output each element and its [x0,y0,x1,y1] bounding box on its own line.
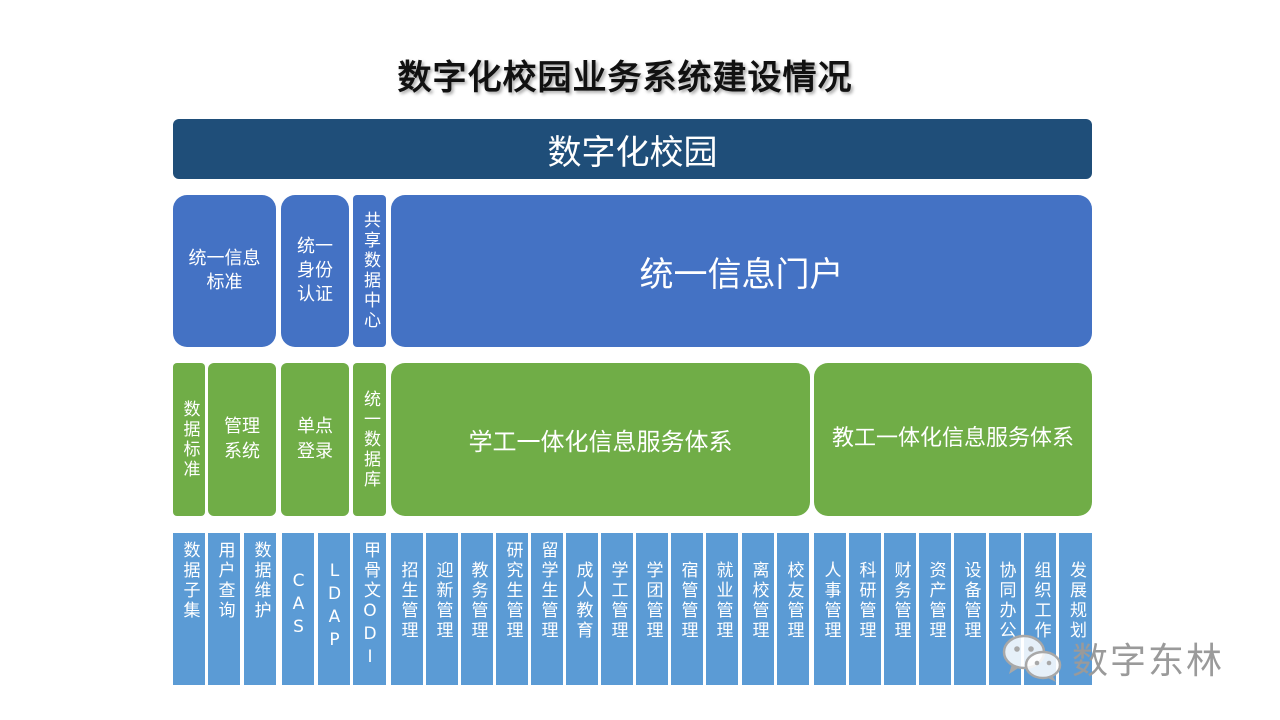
leaf-enrollment: 招生管理 [391,533,423,685]
unified-info-standard-box: 统一信息标准 [173,195,276,347]
leaf-academic-affairs: 教务管理 [461,533,493,685]
leaf-employment: 就业管理 [706,533,738,685]
leaf-adult-education: 成人教育 [566,533,598,685]
leaf-development-planning: 发展规划 [1059,533,1092,685]
leaf-label: 留学生管理 [537,541,558,641]
shared-data-center-label: 共享数据中心 [360,211,380,331]
unified-identity-label: 统一身份认证 [297,235,333,306]
leaf-label: 发展规划 [1066,561,1086,641]
leaf-label: 招生管理 [397,561,418,641]
leaf-personnel: 人事管理 [814,533,846,685]
leaf-label: 甲骨文ODI [360,541,380,670]
leaf-label: 研究生管理 [502,541,523,641]
leaf-assets: 资产管理 [919,533,951,685]
leaf-graduate: 研究生管理 [496,533,528,685]
shared-data-center-box: 共享数据中心 [353,195,386,347]
leaf-label: 用户查询 [214,541,235,621]
leaf-data-subset: 数据子集 [173,533,205,685]
page-title: 数字化校园业务系统建设情况 [397,58,853,98]
digital-campus-bar: 数字化校园 [173,119,1092,179]
leaf-label: 校友管理 [783,561,804,641]
leaf-label: 学工管理 [607,561,628,641]
leaf-label: 成人教育 [572,561,593,641]
leaf-oracle-odi: 甲骨文ODI [353,533,386,685]
leaf-label: 科研管理 [855,561,876,641]
staff-service-system-label: 教工一体化信息服务体系 [831,426,1074,452]
leaf-label: 教务管理 [467,561,488,641]
staff-service-system-box: 教工一体化信息服务体系 [814,363,1092,516]
leaf-label: 就业管理 [712,561,733,641]
leaf-label: 数据维护 [250,541,271,621]
watermark-text: 数字东林 [1072,641,1225,682]
unified-info-standard-label: 统一信息标准 [188,247,261,293]
leaf-label: 宿管管理 [677,561,698,641]
unified-database-label: 统一数据库 [360,389,380,490]
leaf-label: CAS [288,571,309,640]
wechat-icon [1002,634,1062,682]
leaf-label: 财务管理 [890,561,911,641]
leaf-label: 设备管理 [960,561,981,641]
leaf-data-maintenance: 数据维护 [244,533,276,685]
watermark: 数字东林 [1000,628,1260,688]
leaf-intl-students: 留学生管理 [531,533,563,685]
single-sign-on-label: 单点登录 [297,416,333,462]
leaf-finance: 财务管理 [884,533,916,685]
mgmt-system-label: 管理系统 [224,416,260,462]
leaf-label: 迎新管理 [432,561,453,641]
leaf-label: 资产管理 [925,561,946,641]
student-service-system-box: 学工一体化信息服务体系 [391,363,810,516]
leaf-freshmen: 迎新管理 [426,533,458,685]
unified-identity-box: 统一身份认证 [281,195,349,347]
unified-database-box: 统一数据库 [353,363,386,516]
unified-portal-label: 统一信息门户 [639,254,844,295]
student-service-system-label: 学工一体化信息服务体系 [468,428,733,456]
leaf-label: LDAP [324,561,345,653]
leaf-research: 科研管理 [849,533,881,685]
leaf-label: 协同办公 [995,561,1016,641]
leaf-student-affairs: 学工管理 [601,533,633,685]
leaf-ldap: LDAP [318,533,350,685]
leaf-graduation-leave: 离校管理 [742,533,774,685]
leaf-equipment: 设备管理 [954,533,986,685]
data-standard-box: 数据标准 [173,363,205,516]
unified-portal-box: 统一信息门户 [391,195,1092,347]
leaf-alumni: 校友管理 [777,533,809,685]
leaf-label: 学团管理 [642,561,663,641]
single-sign-on-box: 单点登录 [281,363,349,516]
mgmt-system-box: 管理系统 [208,363,276,516]
leaf-label: 人事管理 [820,561,841,641]
leaf-cas: CAS [282,533,314,685]
data-standard-label: 数据标准 [179,399,200,480]
leaf-dormitory: 宿管管理 [671,533,703,685]
leaf-label: 数据子集 [179,541,200,621]
leaf-user-query: 用户查询 [208,533,240,685]
leaf-label: 离校管理 [748,561,769,641]
leaf-youth-league: 学团管理 [636,533,668,685]
leaf-label: 组织工作 [1030,561,1051,641]
